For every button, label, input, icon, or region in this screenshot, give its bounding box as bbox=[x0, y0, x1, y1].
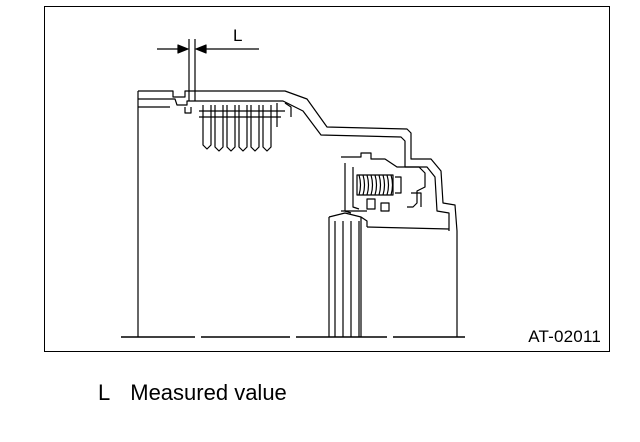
drum-housing bbox=[137, 90, 458, 337]
figure-code: AT-02011 bbox=[528, 327, 601, 346]
figure-frame: L bbox=[44, 6, 610, 352]
dimension-l-indicator: L bbox=[157, 26, 259, 101]
legend-description: Measured value bbox=[130, 380, 287, 405]
clutch-plates bbox=[184, 102, 292, 152]
clutch-cross-section-drawing: L bbox=[121, 26, 465, 339]
piston-spring-assembly bbox=[341, 152, 426, 214]
hub-cylinder bbox=[328, 212, 450, 337]
dimension-label: L bbox=[233, 26, 242, 45]
legend-symbol: L bbox=[98, 380, 111, 405]
legend: L Measured value bbox=[98, 380, 287, 406]
